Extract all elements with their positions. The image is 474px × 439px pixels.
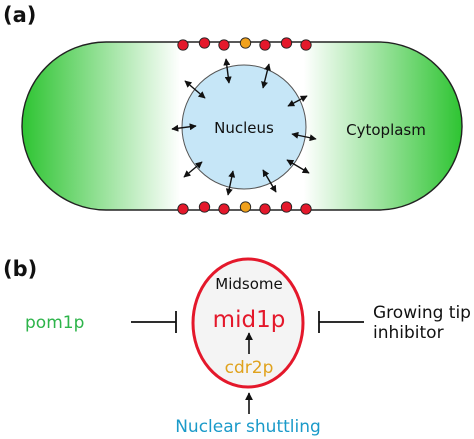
cdr2p-label: cdr2p [225, 358, 274, 378]
shuttling-arrows [171, 58, 317, 196]
bottom-cortical-dot [259, 203, 271, 215]
top-cortical-dot [177, 39, 189, 51]
shuttle-arrow [225, 170, 236, 196]
top-cortical-dot [280, 37, 293, 49]
nuclear-shuttling-label: Nuclear shuttling [175, 417, 321, 437]
pom1p-label: pom1p [25, 313, 84, 333]
bottom-cortical-dot [239, 201, 252, 213]
bottom-cortical-dot [300, 203, 312, 215]
panel-b-label: (b) [3, 257, 37, 281]
top-cortical-dot [300, 39, 312, 51]
shuttle-arrow [171, 123, 197, 132]
bottom-cortical-dot [218, 203, 230, 215]
top-cortical-dot [218, 39, 230, 51]
cytoplasm-label: Cytoplasm [346, 121, 426, 139]
top-cortical-dot [239, 37, 252, 49]
growing-tip-label-line2: inhibitor [373, 323, 444, 343]
midsome-label: Midsome [215, 275, 282, 293]
midsome-oval [191, 257, 305, 389]
bottom-cortical-dot [280, 201, 293, 213]
shuttle-arrow [184, 80, 206, 99]
growing-tip-inhibition-bar [318, 311, 364, 333]
shuttle-arrow [223, 58, 232, 84]
growing-tip-label-line1: Growing tip [373, 303, 471, 323]
top-cortical-dot [198, 37, 211, 49]
shuttle-arrow [287, 95, 308, 107]
bottom-cortical-dot [198, 201, 211, 213]
nucleus-label: Nucleus [214, 119, 274, 137]
pom1p-inhibition-bar [131, 311, 177, 333]
shuttle-arrow [261, 63, 271, 89]
shuttle-arrow [183, 161, 203, 178]
shuttle-arrow [291, 131, 317, 142]
cortical-dots [177, 37, 312, 215]
shuttle-arrow [262, 169, 277, 193]
top-cortical-dot [259, 39, 271, 51]
shuttle-arrow [286, 159, 310, 174]
panel-a-label: (a) [3, 3, 36, 27]
mid1p-label: mid1p [213, 307, 286, 333]
bottom-cortical-dot [177, 203, 189, 215]
